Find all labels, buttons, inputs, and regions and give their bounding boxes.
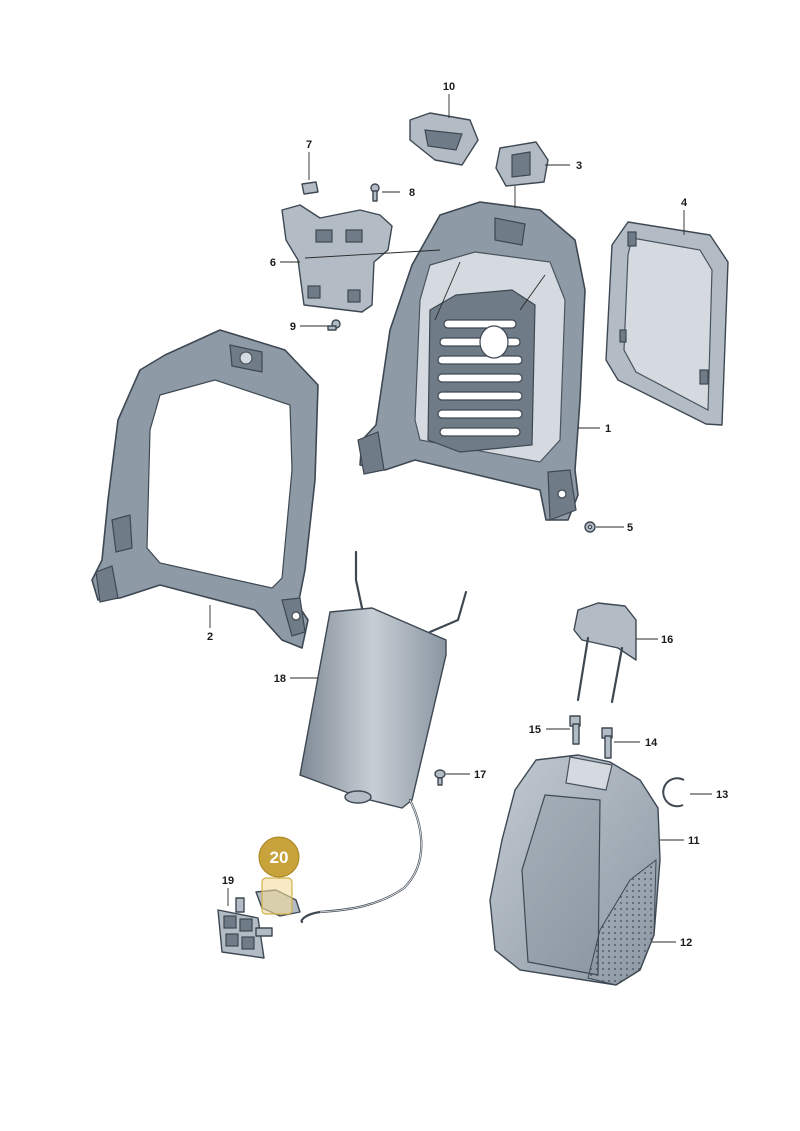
callout-15: 15 xyxy=(529,724,541,736)
highlight-badge[interactable] xyxy=(258,836,300,878)
callout-14: 14 xyxy=(645,737,658,749)
callout-20: 20 xyxy=(270,848,289,867)
mounting-bracket xyxy=(281,204,393,313)
headrest-guide-15 xyxy=(569,715,581,745)
callout-19: 19 xyxy=(222,875,234,887)
callout-labels: 10 7 8 3 4 6 9 1 5 2 18 16 15 14 17 13 1… xyxy=(207,81,728,949)
leader-lines xyxy=(209,94,712,943)
highlight-box xyxy=(261,877,293,915)
callout-5: 5 xyxy=(627,522,633,534)
backrest-cover xyxy=(489,754,661,986)
callout-9: 9 xyxy=(290,321,296,333)
lumbar-mat xyxy=(299,550,468,924)
screw-5 xyxy=(584,521,596,533)
bracket-19 xyxy=(217,897,273,959)
callout-17: 17 xyxy=(474,769,486,781)
headrest-guide-part xyxy=(495,141,549,187)
callout-12: 12 xyxy=(680,937,692,949)
clip-17 xyxy=(434,769,446,786)
callout-8: 8 xyxy=(409,187,415,199)
screw-8 xyxy=(370,183,380,202)
callout-7: 7 xyxy=(306,139,312,151)
callout-2: 2 xyxy=(207,631,213,643)
seat-frame-outer xyxy=(91,329,319,649)
callout-16: 16 xyxy=(661,634,673,646)
connector-20 xyxy=(255,877,301,917)
seat-frame-inner xyxy=(357,201,586,521)
callout-6: 6 xyxy=(270,257,276,269)
headrest xyxy=(573,602,637,704)
release-handle-part xyxy=(409,112,479,166)
callout-13: 13 xyxy=(716,789,728,801)
callout-10: 10 xyxy=(443,81,455,93)
callout-18: 18 xyxy=(274,673,286,685)
cap-nut-7 xyxy=(301,181,319,195)
back-panel xyxy=(605,221,729,426)
hog-ring-13 xyxy=(662,777,685,808)
callout-3: 3 xyxy=(576,160,582,172)
highlight-callout-20[interactable]: 20 xyxy=(258,836,300,878)
headrest-guide-14 xyxy=(601,727,613,759)
screw-9 xyxy=(327,319,341,331)
callout-1: 1 xyxy=(605,423,611,435)
seat-panel-slots xyxy=(437,319,523,437)
callout-4: 4 xyxy=(681,197,688,209)
callout-11: 11 xyxy=(688,835,700,847)
